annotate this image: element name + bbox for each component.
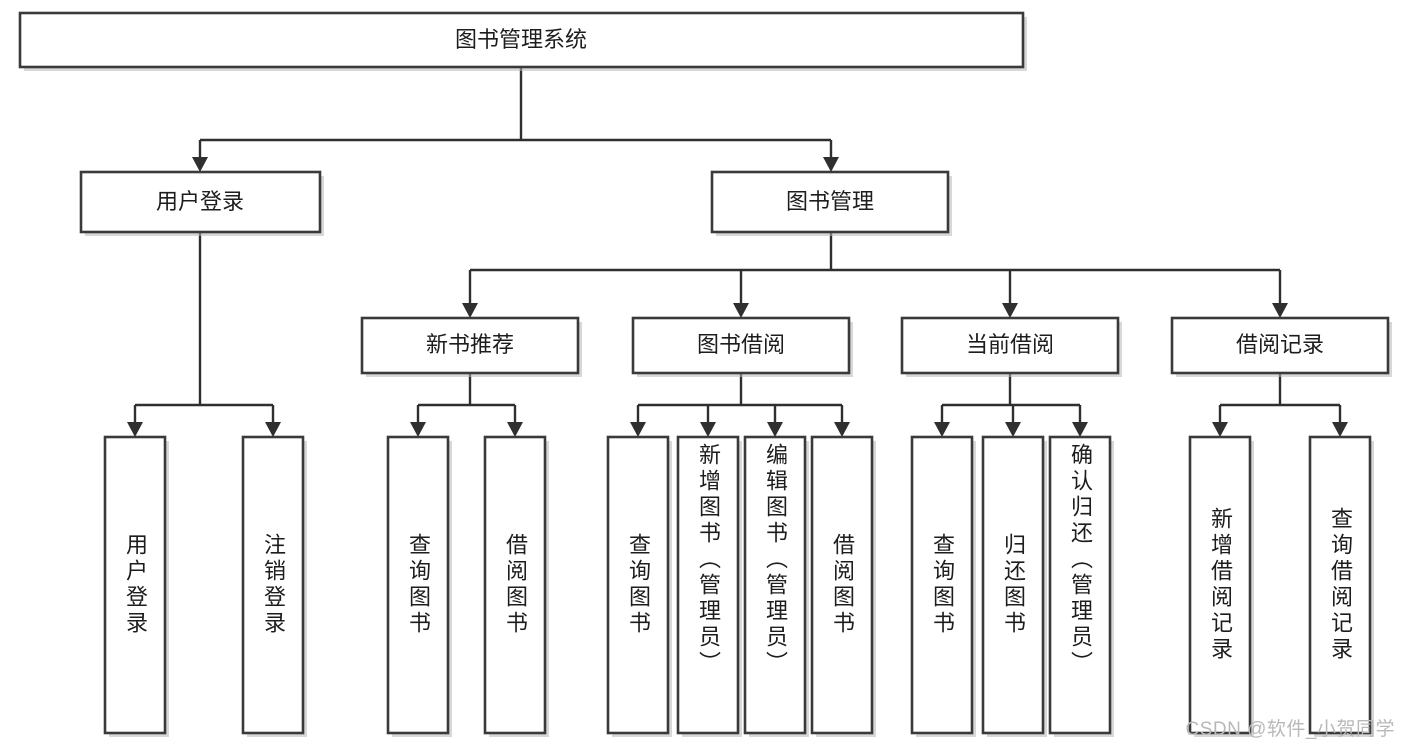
edge-group-root (192, 67, 839, 172)
arrowhead-leaf-edit-book (767, 422, 783, 437)
edge-group-user-login (127, 232, 281, 437)
leaf-box-return-book[interactable] (981, 435, 1045, 735)
leaf-box-query-book-3[interactable] (910, 435, 974, 735)
leaf-box-query-book-2[interactable] (606, 435, 670, 735)
arrowhead-borrow-record (1272, 303, 1288, 318)
leaf-box-borrow-book-1[interactable] (483, 435, 547, 735)
node-borrow-record-label: 借阅记录 (1236, 332, 1324, 357)
arrowhead-current-borrow (1002, 303, 1018, 318)
leaf-box-edit-book[interactable] (743, 435, 807, 735)
arrowhead-leaf-confirm-return (1072, 422, 1088, 437)
edge-group-book-borrow (630, 373, 850, 437)
arrowhead-leaf-add-book (700, 422, 716, 437)
arrowhead-leaf-borrow-book-2 (834, 422, 850, 437)
edge-group-new-book-recommend (410, 373, 523, 437)
edge-group-book-manage (462, 232, 1288, 318)
leaf-box-confirm-return[interactable] (1048, 435, 1112, 735)
arrowhead-leaf-query-book-2 (630, 422, 646, 437)
arrowhead-leaf-return-book (1005, 422, 1021, 437)
node-book-borrow[interactable]: 图书借阅 (631, 316, 853, 377)
leaf-box-user-login[interactable] (103, 435, 167, 735)
node-book-manage[interactable]: 图书管理 (710, 170, 952, 236)
watermark: CSDN @软件_小贺同学 (1185, 719, 1395, 740)
arrowhead-leaf-query-book-3 (934, 422, 950, 437)
leaf-box-query-book-1[interactable] (386, 435, 450, 735)
node-root-label: 图书管理系统 (455, 27, 587, 52)
node-user-login[interactable]: 用户登录 (79, 170, 324, 236)
arrowhead-leaf-user-login (127, 422, 143, 437)
leaf-boxes (103, 435, 1374, 737)
node-new-book-recommend[interactable]: 新书推荐 (360, 316, 582, 377)
leaf-box-add-book[interactable] (676, 435, 740, 735)
node-user-login-label: 用户登录 (156, 189, 244, 214)
node-book-manage-label: 图书管理 (786, 189, 874, 214)
arrowhead-book-borrow (733, 303, 749, 318)
leaf-box-borrow-book-2[interactable] (810, 435, 874, 735)
arrowhead-user-login (192, 157, 208, 172)
node-new-book-recommend-label: 新书推荐 (426, 332, 514, 357)
arrowhead-leaf-logout-login (265, 422, 281, 437)
node-borrow-record[interactable]: 借阅记录 (1170, 316, 1392, 377)
node-root[interactable]: 图书管理系统 (18, 11, 1027, 71)
leaf-box-query-record[interactable] (1308, 435, 1372, 735)
arrowhead-new-book-recommend (462, 303, 478, 318)
arrowhead-leaf-query-book-1 (410, 422, 426, 437)
leaf-box-add-record[interactable] (1188, 435, 1252, 735)
leaf-box-logout-login[interactable] (241, 435, 305, 735)
node-current-borrow[interactable]: 当前借阅 (900, 316, 1122, 377)
arrowhead-book-manage (823, 157, 839, 172)
arrowhead-leaf-query-record (1332, 422, 1348, 437)
arrowhead-leaf-add-record (1212, 422, 1228, 437)
arrowhead-leaf-borrow-book-1 (507, 422, 523, 437)
edge-group-current-borrow (934, 373, 1088, 437)
edge-group-borrow-record (1212, 373, 1348, 437)
node-current-borrow-label: 当前借阅 (966, 332, 1054, 357)
node-book-borrow-label: 图书借阅 (697, 332, 785, 357)
